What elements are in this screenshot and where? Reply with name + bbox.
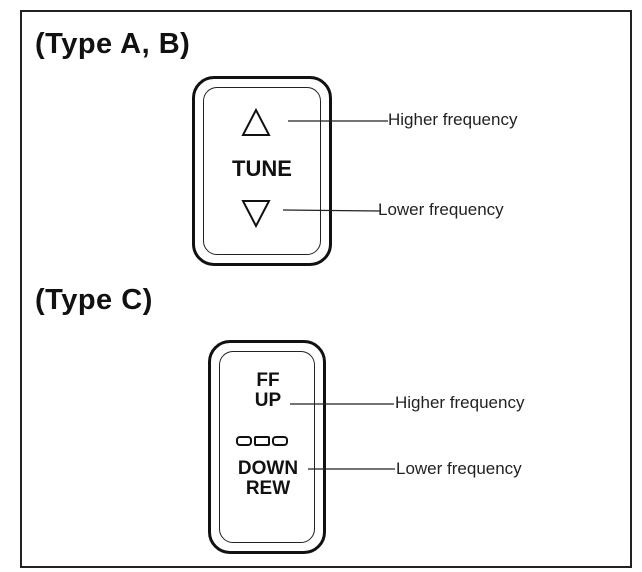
three-segment-indicator-icon: [236, 436, 288, 446]
heading-type-c: (Type C): [35, 284, 153, 316]
triangle-down-icon: [241, 200, 271, 229]
callout-lower-frequency-c: Lower frequency: [396, 459, 522, 478]
tune-button-inner-border: [203, 87, 321, 255]
heading-type-ab: (Type A, B): [35, 28, 191, 60]
up-label: UP: [254, 390, 282, 411]
callout-higher-frequency-ab: Higher frequency: [388, 110, 518, 129]
ff-rew-button: [208, 340, 326, 554]
rew-label: REW: [245, 478, 291, 499]
tune-label: TUNE: [232, 156, 292, 181]
triangle-up-icon: [241, 107, 271, 136]
down-label: DOWN: [237, 458, 299, 479]
callout-higher-frequency-c: Higher frequency: [395, 393, 525, 412]
callout-lower-frequency-ab: Lower frequency: [378, 200, 504, 219]
leader-line-lower-ab: [282, 209, 381, 212]
ff-label: FF: [256, 370, 280, 391]
ff-rew-button-inner-border: [219, 351, 315, 543]
diagram-frame: [20, 10, 632, 568]
tune-button: [192, 76, 332, 266]
